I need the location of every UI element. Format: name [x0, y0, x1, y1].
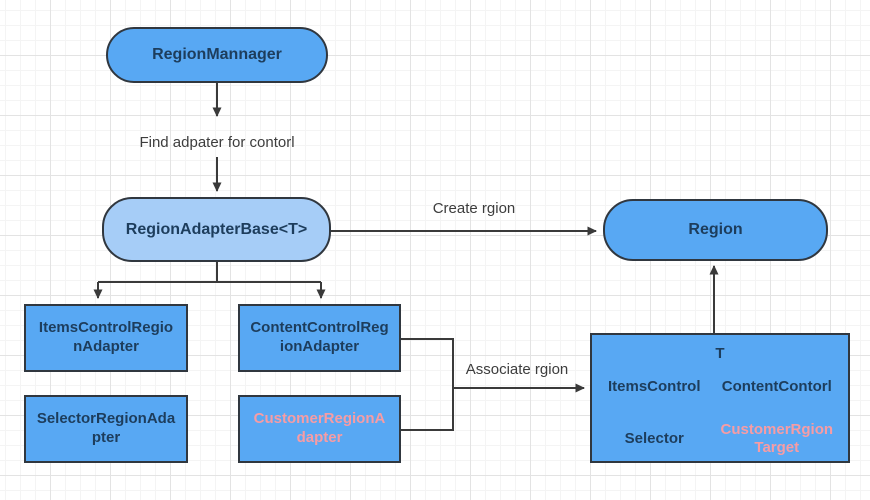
edge-adapters-join [401, 338, 454, 431]
target-box-cell-contentcontorl: ContentContorl [721, 377, 832, 395]
node-customer-region-adapter[interactable]: CustomerRegionAdapter [238, 395, 401, 463]
node-region-adapter-base-label: RegionAdapterBase<T> [125, 220, 308, 238]
node-content-control-region-adapter-label: ContentControlRegionAdapter [250, 319, 389, 355]
node-selector-region-adapter-label: SelectorRegionAdapter [36, 410, 176, 446]
target-box-type-param: T [715, 345, 725, 362]
node-selector-region-adapter[interactable]: SelectorRegionAdapter [24, 395, 188, 463]
node-region-manager[interactable]: RegionMannager [106, 27, 328, 83]
edge-label-find-adapter: Find adpater for contorl [139, 134, 295, 151]
node-region[interactable]: Region [603, 199, 828, 261]
target-box-cell-customer-rgion-target: CustomerRgion Target [720, 420, 834, 457]
node-region-adapter-base[interactable]: RegionAdapterBase<T> [102, 197, 331, 262]
target-box-cell-selector: Selector [624, 429, 684, 447]
node-items-control-region-adapter[interactable]: ItemsControlRegionAdapter [24, 304, 188, 372]
node-customer-region-adapter-label: CustomerRegionAdapter [253, 410, 386, 446]
node-target-box[interactable]: T ItemsControl ContentContorl Selector C… [590, 333, 850, 463]
edge-branch-trunk [98, 262, 321, 283]
node-content-control-region-adapter[interactable]: ContentControlRegionAdapter [238, 304, 401, 372]
target-box-cell-itemscontrol: ItemsControl [608, 377, 701, 395]
edge-label-associate-region: Associate rgion [465, 361, 569, 378]
node-region-manager-label: RegionMannager [152, 46, 282, 63]
node-region-label: Region [688, 221, 743, 238]
edge-label-create-region: Create rgion [432, 200, 516, 217]
node-items-control-region-adapter-label: ItemsControlRegionAdapter [38, 319, 174, 355]
target-box-grid: ItemsControl ContentContorl Selector Cus… [592, 378, 848, 458]
